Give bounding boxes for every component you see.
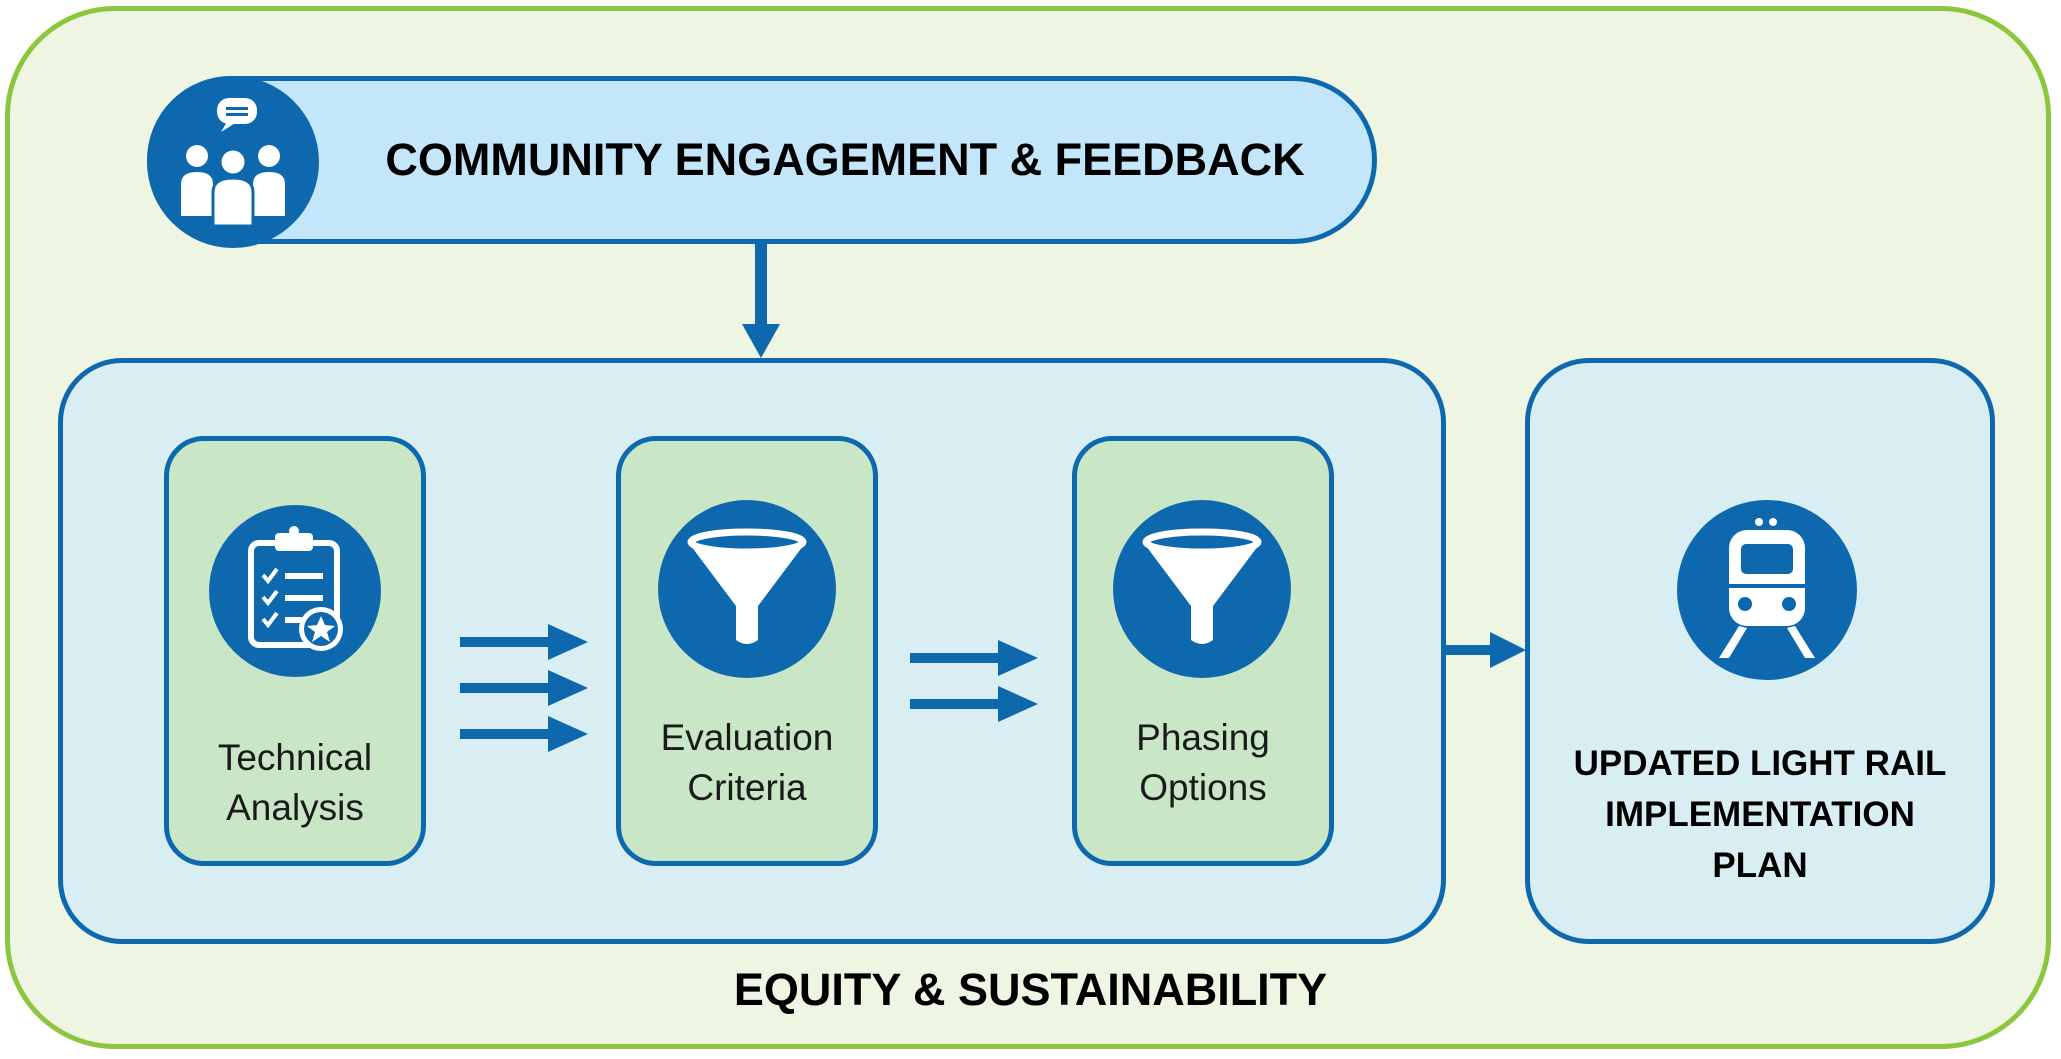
result-label: UPDATED LIGHT RAIL IMPLEMENTATION PLAN xyxy=(1525,738,1995,891)
step-label-line1: Evaluation xyxy=(660,717,834,758)
step-label-line2: Criteria xyxy=(687,767,807,808)
funnel-icon xyxy=(658,500,836,678)
double-arrow xyxy=(910,640,1038,722)
community-engagement-pill xyxy=(147,76,1377,244)
header-title: COMMUNITY ENGAGEMENT & FEEDBACK xyxy=(385,134,1305,185)
right-arrow xyxy=(1446,632,1526,668)
step-label-line1: Phasing xyxy=(1136,717,1270,758)
result-label-line3: PLAN xyxy=(1712,846,1808,885)
footer-label: EQUITY & SUSTAINABILITY xyxy=(733,964,1328,1015)
step-label-line2: Analysis xyxy=(226,787,364,828)
step-label-phasing-options: Phasing Options xyxy=(1072,713,1334,813)
triple-arrow xyxy=(460,624,588,752)
step-label-technical-analysis: Technical Analysis xyxy=(164,733,426,833)
step-label-line1: Technical xyxy=(217,737,373,778)
result-label-line2: IMPLEMENTATION xyxy=(1605,795,1915,834)
funnel-icon xyxy=(1113,500,1291,678)
train-icon xyxy=(1677,500,1857,680)
step-label-evaluation-criteria: Evaluation Criteria xyxy=(616,713,878,813)
step-label-line2: Options xyxy=(1139,767,1267,808)
down-arrow xyxy=(742,244,780,358)
result-label-line1: UPDATED LIGHT RAIL xyxy=(1573,744,1947,783)
clipboard-checklist-icon xyxy=(209,505,381,677)
community-people-icon xyxy=(147,76,319,248)
